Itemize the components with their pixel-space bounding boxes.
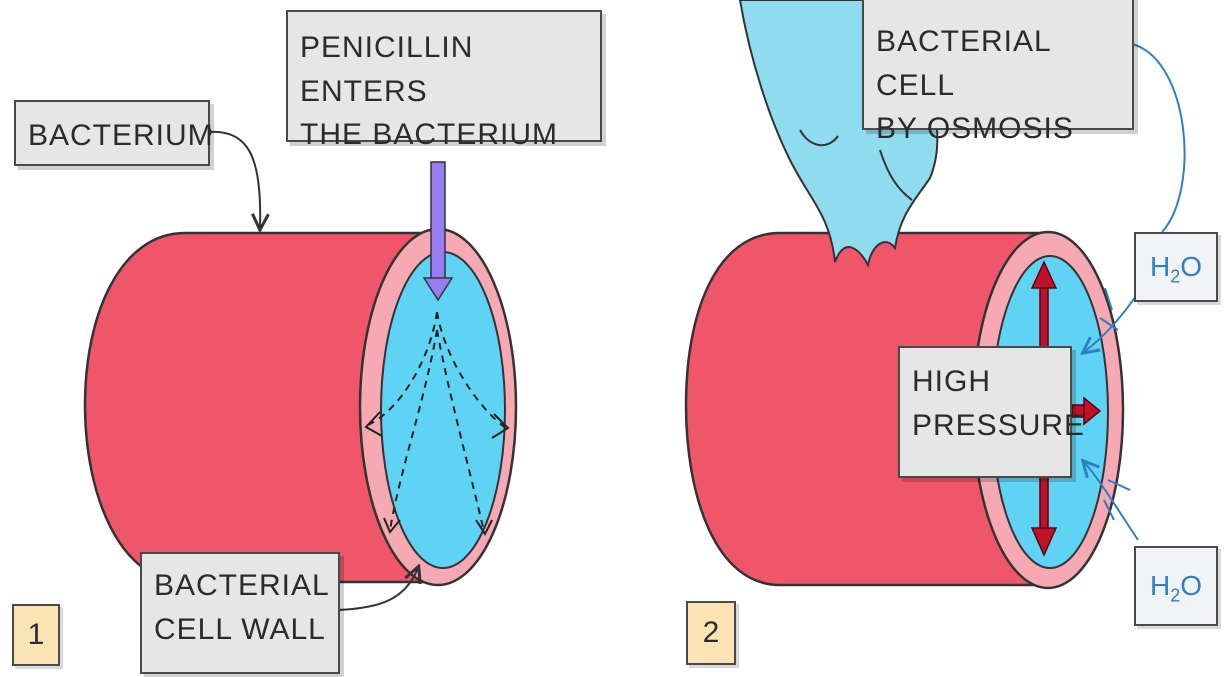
penicillin-label: PENICILLIN ENTERS THE BACTERIUM: [286, 10, 602, 142]
h2o-bottom-label: H2O: [1134, 546, 1218, 626]
h2o-bottom-h: H: [1150, 570, 1170, 601]
h2o-top-h: H: [1150, 251, 1170, 282]
h2o-bottom-sub: 2: [1170, 586, 1180, 606]
osmosis-label: BACTERIAL CELL BY OSMOSIS: [862, 0, 1134, 130]
h2o-top-o: O: [1180, 251, 1202, 282]
panel-number-2: 2: [686, 601, 736, 665]
bacterium-1: [85, 229, 516, 585]
high-pressure-label: HIGH PRESSURE: [898, 346, 1072, 478]
h2o-top-sub: 2: [1170, 267, 1180, 287]
h2o-bottom-o: O: [1180, 570, 1202, 601]
h2o-top-label: H2O: [1134, 232, 1218, 302]
bacterium-label: BACTERIUM: [14, 100, 210, 166]
osmosis-pointer: [1132, 44, 1185, 232]
panel-number-1: 1: [12, 604, 60, 666]
bacterium-pointer: [210, 132, 260, 228]
cell-wall-label: BACTERIAL CELL WALL: [140, 552, 340, 674]
